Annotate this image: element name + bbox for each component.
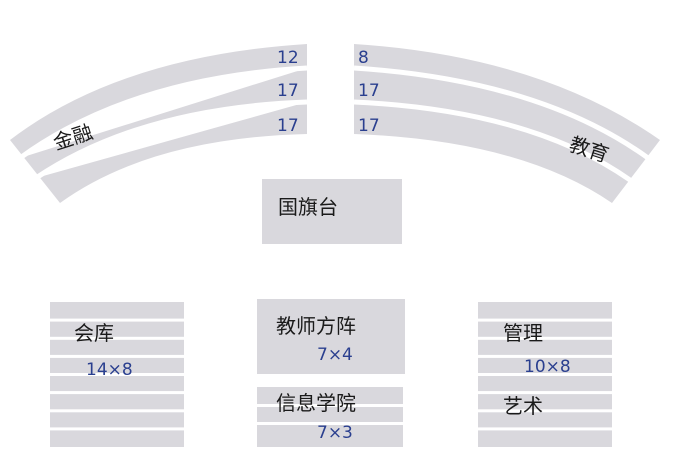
accounting-stripes [50,318,184,431]
teachers-label: 教师方阵 [276,314,356,338]
info-school-stripe [257,422,403,425]
block-stripe [478,373,612,376]
arts-label: 艺术 [503,394,543,418]
teachers-bg [257,299,405,374]
left-wing-row-count: 17 [277,116,299,136]
block-stripe [50,354,184,358]
left-wing-row-count: 17 [277,81,299,101]
block-stripe [478,391,612,395]
management-stripes [478,318,612,431]
left-wing-row-count: 12 [277,48,299,68]
left-wing: 12 17 17 金融 [10,44,308,203]
management-formation: 10×8 [524,357,571,377]
block-stripe [50,427,184,431]
right-wing: 8 17 17 教育 [353,44,660,203]
block-stripe [478,318,612,322]
accounting-formation: 14×8 [86,360,133,380]
info-school-label: 信息学院 [276,391,356,415]
left-wing-divider [18,65,308,161]
block-stripe [478,409,612,413]
block-stripe [50,373,184,376]
flag-stand: 国旗台 [262,179,402,244]
block-stripe [50,409,184,413]
block-stripe [50,336,184,340]
management-label: 管理 [503,321,543,345]
info-school-formation: 7×3 [317,423,353,443]
teachers-block: 教师方阵 7×4 [257,299,405,374]
info-school-bg [257,387,403,447]
block-stripe [478,427,612,431]
teachers-formation: 7×4 [317,345,353,365]
flag-stand-block [262,179,402,244]
block-stripe [50,318,184,322]
right-wing-divider [353,65,650,161]
right-wing-row-count: 17 [358,116,380,136]
management-block: 管理 10×8 艺术 [478,302,612,447]
accounting-label: 会库 [74,321,114,345]
flag-stand-label: 国旗台 [278,195,338,219]
block-stripe [478,354,612,358]
left-wing-divider [34,99,308,181]
right-wing-divider [353,99,632,183]
block-stripe [478,336,612,340]
block-stripe [50,391,184,395]
info-school-block: 信息学院 7×3 [257,387,403,447]
right-wing-row-count: 17 [358,81,380,101]
right-wing-row-count: 8 [358,48,369,68]
info-school-stripe [257,404,403,407]
accounting-block: 会库 14×8 [50,302,184,447]
